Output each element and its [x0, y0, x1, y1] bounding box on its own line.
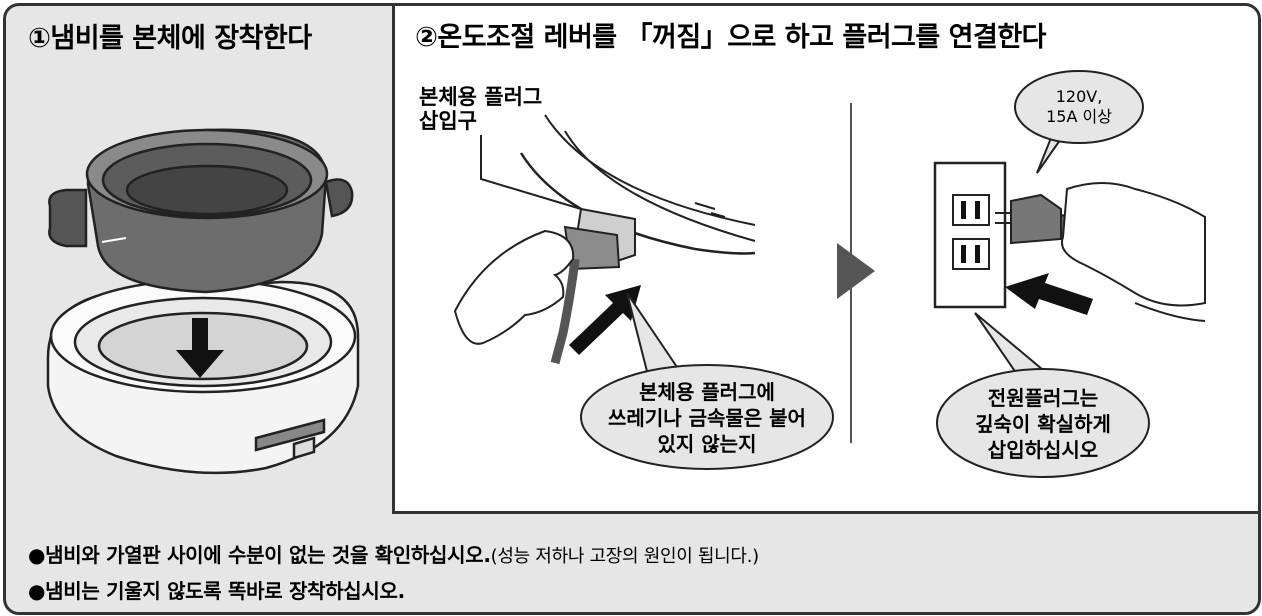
inner-pot — [48, 128, 354, 294]
note-level: ●냄비는 기울지 않도록 똑바로 장착하십시오. — [28, 575, 405, 604]
insert-deep-line3: 삽입하십시오 — [987, 438, 1099, 462]
down-arrow-icon — [176, 318, 224, 378]
plug-inlet-label-line1: 본체용 플러그 — [419, 85, 543, 109]
appliance-plug-illustration — [453, 114, 834, 470]
inlet-check-bubble-line1: 본체용 플러그에 — [639, 380, 775, 404]
insert-deep-line1: 전원플러그는 — [987, 386, 1099, 410]
power-spec-line1: 120V, — [1055, 87, 1103, 106]
inlet-check-bubble — [580, 364, 834, 470]
inlet-check-bubble-line3: 있지 않는지 — [657, 432, 757, 456]
pot-and-base-illustration — [46, 128, 360, 475]
divider-and-next-arrow — [837, 103, 875, 443]
step2-panel: ②온도조절 레버를 「꺼짐」으로 하고 플러그를 연결한다 본체용 플러그 삽입… — [392, 6, 1258, 514]
wall-outlet — [933, 161, 1007, 309]
note-moisture: ●냄비와 가열판 사이에 수분이 없는 것을 확인하십시오.(성능 저하나 고장… — [28, 539, 759, 568]
note-level-main: ●냄비는 기울지 않도록 똑바로 장착하십시오. — [28, 579, 405, 603]
note-moisture-paren: (성능 저하나 고장의 원인이 됩니다.) — [490, 546, 760, 567]
next-arrow-icon — [837, 243, 875, 299]
power-spec-line2: 15A 이상 — [1046, 107, 1112, 126]
plug-inlet-label-line2: 삽입구 — [419, 109, 477, 133]
inlet-check-bubble-line2: 쓰레기나 금속물은 붙어 — [608, 406, 806, 430]
step2-title: ②온도조절 레버를 「꺼짐」으로 하고 플러그를 연결한다 — [415, 22, 1047, 53]
step1-title: ①냄비를 본체에 장착한다 — [28, 23, 312, 54]
note-moisture-main: ●냄비와 가열판 사이에 수분이 없는 것을 확인하십시오. — [28, 543, 491, 567]
insert-deep-line2: 깊숙이 확실하게 — [975, 412, 1111, 436]
power-spec-bubble — [1014, 70, 1144, 144]
insert-deep-bubble — [936, 368, 1150, 478]
wall-outlet-illustration — [933, 70, 1206, 478]
cooker-base — [46, 278, 360, 475]
instruction-frame: ①냄비를 본체에 장착한다 ②온도조절 레버를 「꺼짐」으로 하 — [3, 3, 1261, 615]
